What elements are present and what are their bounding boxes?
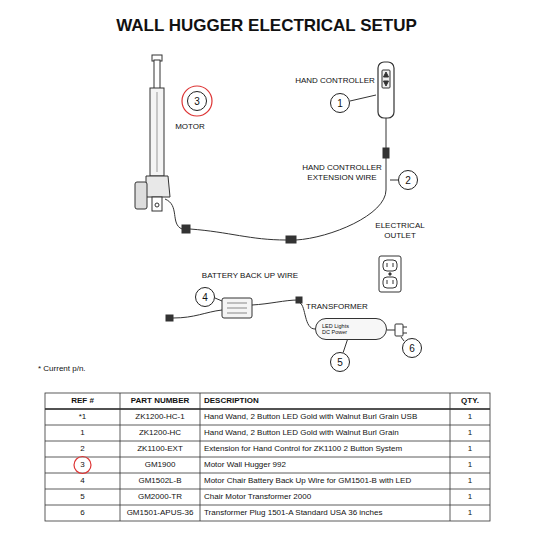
table-cell: GM1900 bbox=[120, 457, 200, 473]
leader-connector bbox=[343, 340, 347, 353]
wire-connector bbox=[286, 236, 296, 243]
table-cell: 1 bbox=[450, 441, 490, 457]
callout-number: 2 bbox=[405, 175, 411, 186]
leader-line bbox=[215, 298, 222, 301]
motor-plug bbox=[182, 225, 190, 233]
plug-cord bbox=[387, 330, 395, 331]
electrical-outlet bbox=[379, 256, 401, 292]
table-cell: Transformer Plug 1501-A Standard USA 36 … bbox=[200, 505, 450, 521]
table-cell: ZK1100-EXT bbox=[120, 441, 200, 457]
table-cell: ZK1200-HC bbox=[120, 425, 200, 441]
parts-table-grid bbox=[45, 393, 490, 521]
table-cell: 1 bbox=[450, 409, 490, 425]
table-cell: *1 bbox=[45, 409, 120, 425]
extension-wire bbox=[296, 158, 386, 240]
rear-clevis bbox=[152, 197, 162, 211]
table-cell: GM2000-TR bbox=[120, 489, 200, 505]
clevis-pin bbox=[155, 203, 159, 207]
diagram-title: WALL HUGGER ELECTRICAL SETUP bbox=[0, 16, 533, 36]
motor-can bbox=[135, 182, 147, 209]
table-cell: Hand Wand, 2 Button LED Gold with Walnut… bbox=[200, 425, 450, 441]
outlet-slots bbox=[387, 263, 393, 284]
wire-connector bbox=[296, 297, 302, 303]
outlet-face bbox=[383, 277, 397, 288]
controller-cord bbox=[386, 118, 387, 148]
hand-controller bbox=[378, 62, 394, 118]
callout-circle: 6 bbox=[402, 338, 422, 358]
button-arrows bbox=[384, 72, 389, 86]
callout-circle: 2 bbox=[398, 170, 418, 190]
header-rule bbox=[45, 408, 490, 409]
motor-lead bbox=[190, 229, 286, 240]
leader-line bbox=[390, 180, 398, 181]
callout-circle: 4 bbox=[195, 287, 215, 307]
table-cell: 6 bbox=[45, 505, 120, 521]
controller-buttons bbox=[382, 70, 390, 88]
motor-wire bbox=[165, 199, 182, 229]
battery-box bbox=[222, 298, 252, 318]
callout-circle: 3 bbox=[187, 91, 207, 111]
table-cell: 1 bbox=[450, 505, 490, 521]
table-cell: Hand Wand, 2 Button LED Gold with Walnut… bbox=[200, 409, 450, 425]
part-label: ELECTRICAL OUTLET bbox=[372, 221, 428, 241]
callout-number: 6 bbox=[409, 343, 415, 354]
table-header: REF # bbox=[45, 393, 120, 409]
actuator-tube bbox=[150, 88, 164, 176]
table-cell: 4 bbox=[45, 473, 120, 489]
table-cell: 1 bbox=[450, 473, 490, 489]
callout-circle: 1 bbox=[330, 93, 350, 113]
callout-number: 4 bbox=[202, 292, 208, 303]
table-cell: Extension for Hand Control for ZK1100 2 … bbox=[200, 441, 450, 457]
table-cell: 1 bbox=[450, 425, 490, 441]
gear-box bbox=[146, 176, 170, 197]
outlet-screw bbox=[389, 273, 391, 275]
row-lines bbox=[45, 409, 490, 505]
tube-line bbox=[157, 92, 158, 172]
part-label: MOTOR bbox=[165, 122, 215, 132]
callout-circle: 5 bbox=[330, 352, 350, 372]
part-label: BATTERY BACK UP WIRE bbox=[190, 271, 310, 281]
battery-plug bbox=[166, 315, 173, 321]
table-cell: Motor Chair Battery Back Up Wire for GM1… bbox=[200, 473, 450, 489]
table-header: PART NUMBER bbox=[120, 393, 200, 409]
cord-connector bbox=[383, 148, 389, 158]
table-cell: 1 bbox=[450, 457, 490, 473]
highlight-ring bbox=[182, 86, 212, 116]
table-cell: Motor Wall Hugger 992 bbox=[200, 457, 450, 473]
table-header: DESCRIPTION bbox=[200, 393, 450, 409]
table-cell: 1 bbox=[450, 489, 490, 505]
table-cell: Chair Motor Transformer 2000 bbox=[200, 489, 450, 505]
wiring-art bbox=[135, 55, 407, 341]
part-label: HAND CONTROLLER bbox=[290, 76, 380, 86]
table-cell: 5 bbox=[45, 489, 120, 505]
leader-line bbox=[350, 95, 376, 101]
battery-detail bbox=[227, 303, 247, 313]
plug-prongs bbox=[403, 327, 407, 333]
part-label: TRANSFORMER bbox=[297, 302, 377, 312]
table-cell: 2 bbox=[45, 441, 120, 457]
table-cell: 1 bbox=[45, 425, 120, 441]
table-header: QTY. bbox=[450, 393, 490, 409]
battery-wire bbox=[252, 300, 298, 305]
table-border bbox=[45, 393, 490, 521]
table-cell: GM1502L-B bbox=[120, 473, 200, 489]
table-cell: GM1501-APUS-36 bbox=[120, 505, 200, 521]
column-lines bbox=[120, 393, 450, 521]
table-cell: ZK1200-HC-1 bbox=[120, 409, 200, 425]
callout-number: 3 bbox=[194, 96, 200, 107]
table-cell: 3 bbox=[45, 457, 120, 473]
callout-number: 5 bbox=[337, 357, 343, 368]
battery-wire bbox=[173, 310, 222, 318]
actuator-rod bbox=[154, 60, 160, 90]
footnote: * Current p/n. bbox=[38, 364, 158, 374]
transformer-text: LED Lights DC Power bbox=[322, 323, 358, 335]
outlet-face bbox=[383, 260, 397, 271]
transformer-box: LED Lights DC Power bbox=[315, 318, 387, 340]
transformer-plug bbox=[395, 324, 403, 336]
part-label: HAND CONTROLLER EXTENSION WIRE bbox=[300, 163, 384, 183]
callout-number: 1 bbox=[337, 98, 343, 109]
